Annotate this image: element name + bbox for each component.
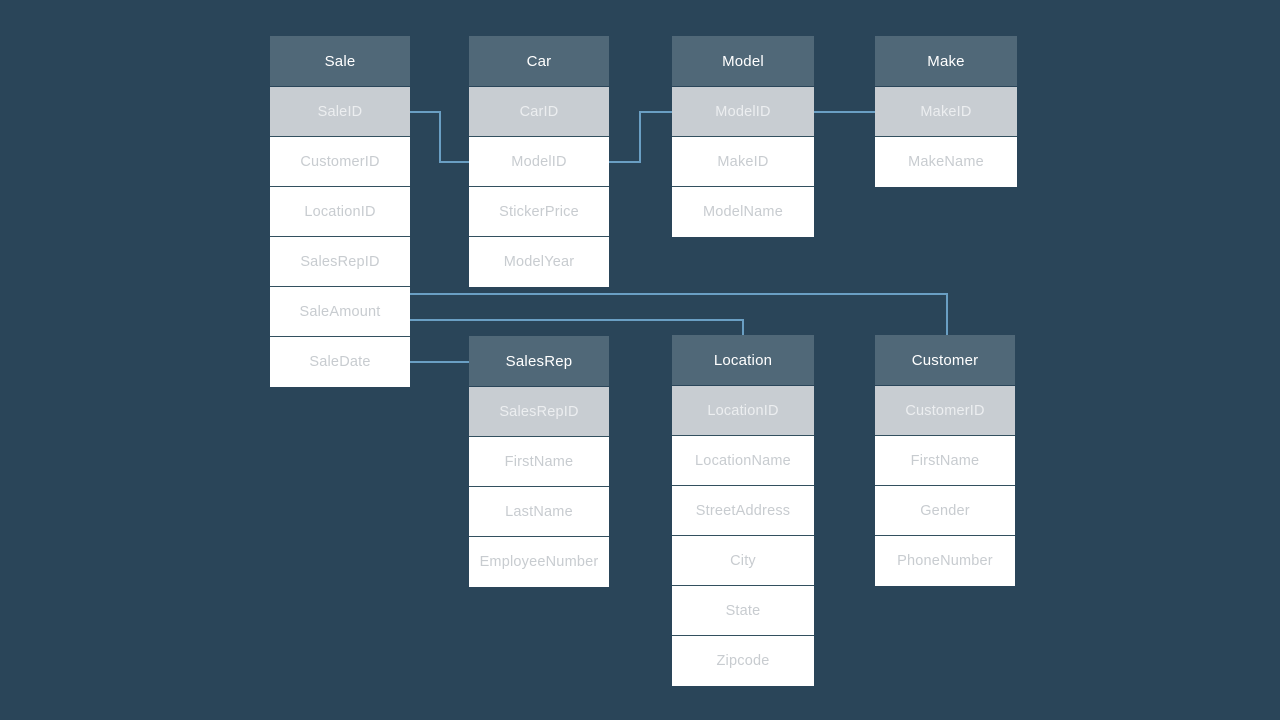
primary-key-field-makeid[interactable]: MakeID	[875, 87, 1017, 137]
connector-car-to-model	[609, 111, 672, 163]
entity-title-car: Car	[469, 36, 609, 87]
field-saleamount[interactable]: SaleAmount	[270, 287, 410, 337]
field-modelyear[interactable]: ModelYear	[469, 237, 609, 287]
primary-key-field-saleid[interactable]: SaleID	[270, 87, 410, 137]
primary-key-field-modelid[interactable]: ModelID	[672, 87, 814, 137]
connector-sale-to-car	[410, 111, 469, 163]
primary-key-field-carid[interactable]: CarID	[469, 87, 609, 137]
field-firstname[interactable]: FirstName	[875, 436, 1015, 486]
entity-title-model: Model	[672, 36, 814, 87]
field-lastname[interactable]: LastName	[469, 487, 609, 537]
entity-title-customer: Customer	[875, 335, 1015, 386]
entity-title-make: Make	[875, 36, 1017, 87]
entity-title-location: Location	[672, 335, 814, 386]
field-streetaddress[interactable]: StreetAddress	[672, 486, 814, 536]
connector-sale-to-location	[410, 319, 744, 335]
field-makeid[interactable]: MakeID	[672, 137, 814, 187]
field-customerid[interactable]: CustomerID	[270, 137, 410, 187]
primary-key-field-customerid[interactable]: CustomerID	[875, 386, 1015, 436]
field-locationid[interactable]: LocationID	[270, 187, 410, 237]
primary-key-field-salesrepid[interactable]: SalesRepID	[469, 387, 609, 437]
field-stickerprice[interactable]: StickerPrice	[469, 187, 609, 237]
entity-title-salesrep: SalesRep	[469, 336, 609, 387]
primary-key-field-locationid[interactable]: LocationID	[672, 386, 814, 436]
field-makename[interactable]: MakeName	[875, 137, 1017, 187]
field-gender[interactable]: Gender	[875, 486, 1015, 536]
field-city[interactable]: City	[672, 536, 814, 586]
field-firstname[interactable]: FirstName	[469, 437, 609, 487]
field-saledate[interactable]: SaleDate	[270, 337, 410, 387]
field-zipcode[interactable]: Zipcode	[672, 636, 814, 686]
field-phonenumber[interactable]: PhoneNumber	[875, 536, 1015, 586]
field-locationname[interactable]: LocationName	[672, 436, 814, 486]
field-salesrepid[interactable]: SalesRepID	[270, 237, 410, 287]
field-employeenumber[interactable]: EmployeeNumber	[469, 537, 609, 587]
entity-title-sale: Sale	[270, 36, 410, 87]
connector-sale-to-customer	[410, 293, 948, 335]
field-state[interactable]: State	[672, 586, 814, 636]
field-modelid[interactable]: ModelID	[469, 137, 609, 187]
field-modelname[interactable]: ModelName	[672, 187, 814, 237]
